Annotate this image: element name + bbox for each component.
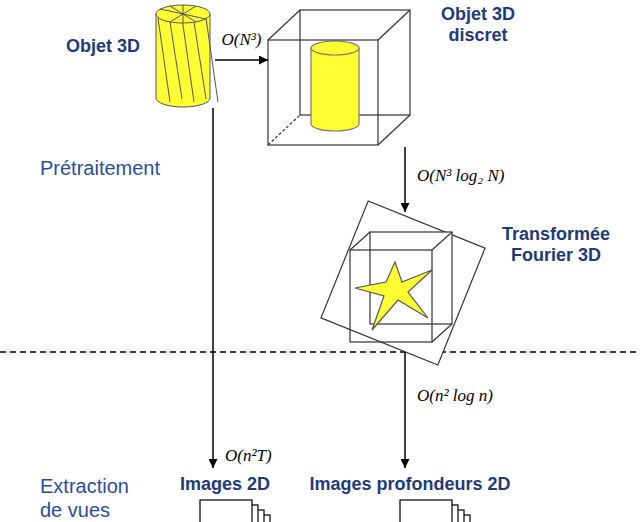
node-title: Transformée Fourier 3D	[478, 224, 634, 265]
mesh-line	[182, 18, 194, 102]
image-sheet	[200, 500, 252, 522]
process-arrow	[404, 352, 406, 468]
cylinder-mesh	[156, 5, 218, 107]
complexity-label: O(n² log n)	[415, 386, 495, 406]
fourier-transform: Transformée Fourier 3D	[330, 212, 480, 352]
fourier-cube	[321, 201, 485, 365]
separator-line	[0, 351, 640, 353]
process-arrow	[212, 108, 214, 468]
image-stack: Images 2D	[170, 468, 280, 522]
object-3d: Objet 3D	[155, 4, 215, 108]
process-arrow	[404, 147, 406, 212]
discrete-object: Objet 3D discret	[268, 10, 410, 147]
complexity-label: O(N³ log₂ N)	[415, 166, 507, 186]
node-title: Objet 3D discret	[428, 4, 528, 45]
section-label: Extraction de vues	[40, 474, 152, 522]
node-title: Objet 3D	[30, 36, 140, 57]
section-label: Prétraitement	[40, 156, 240, 180]
mesh-line	[194, 22, 206, 99]
complexity-label: O(N³)	[219, 30, 263, 50]
voxel-cube	[268, 10, 410, 145]
image-sheet	[400, 500, 452, 522]
node-title: Images profondeurs 2D	[292, 474, 528, 495]
node-title: Images 2D	[170, 474, 280, 495]
depth-image-stack: Images profondeurs 2D	[292, 468, 528, 522]
complexity-label: O(n²T)	[223, 446, 274, 466]
process-arrow	[215, 59, 268, 61]
mesh-line	[170, 22, 182, 99]
mesh-line	[158, 18, 170, 102]
